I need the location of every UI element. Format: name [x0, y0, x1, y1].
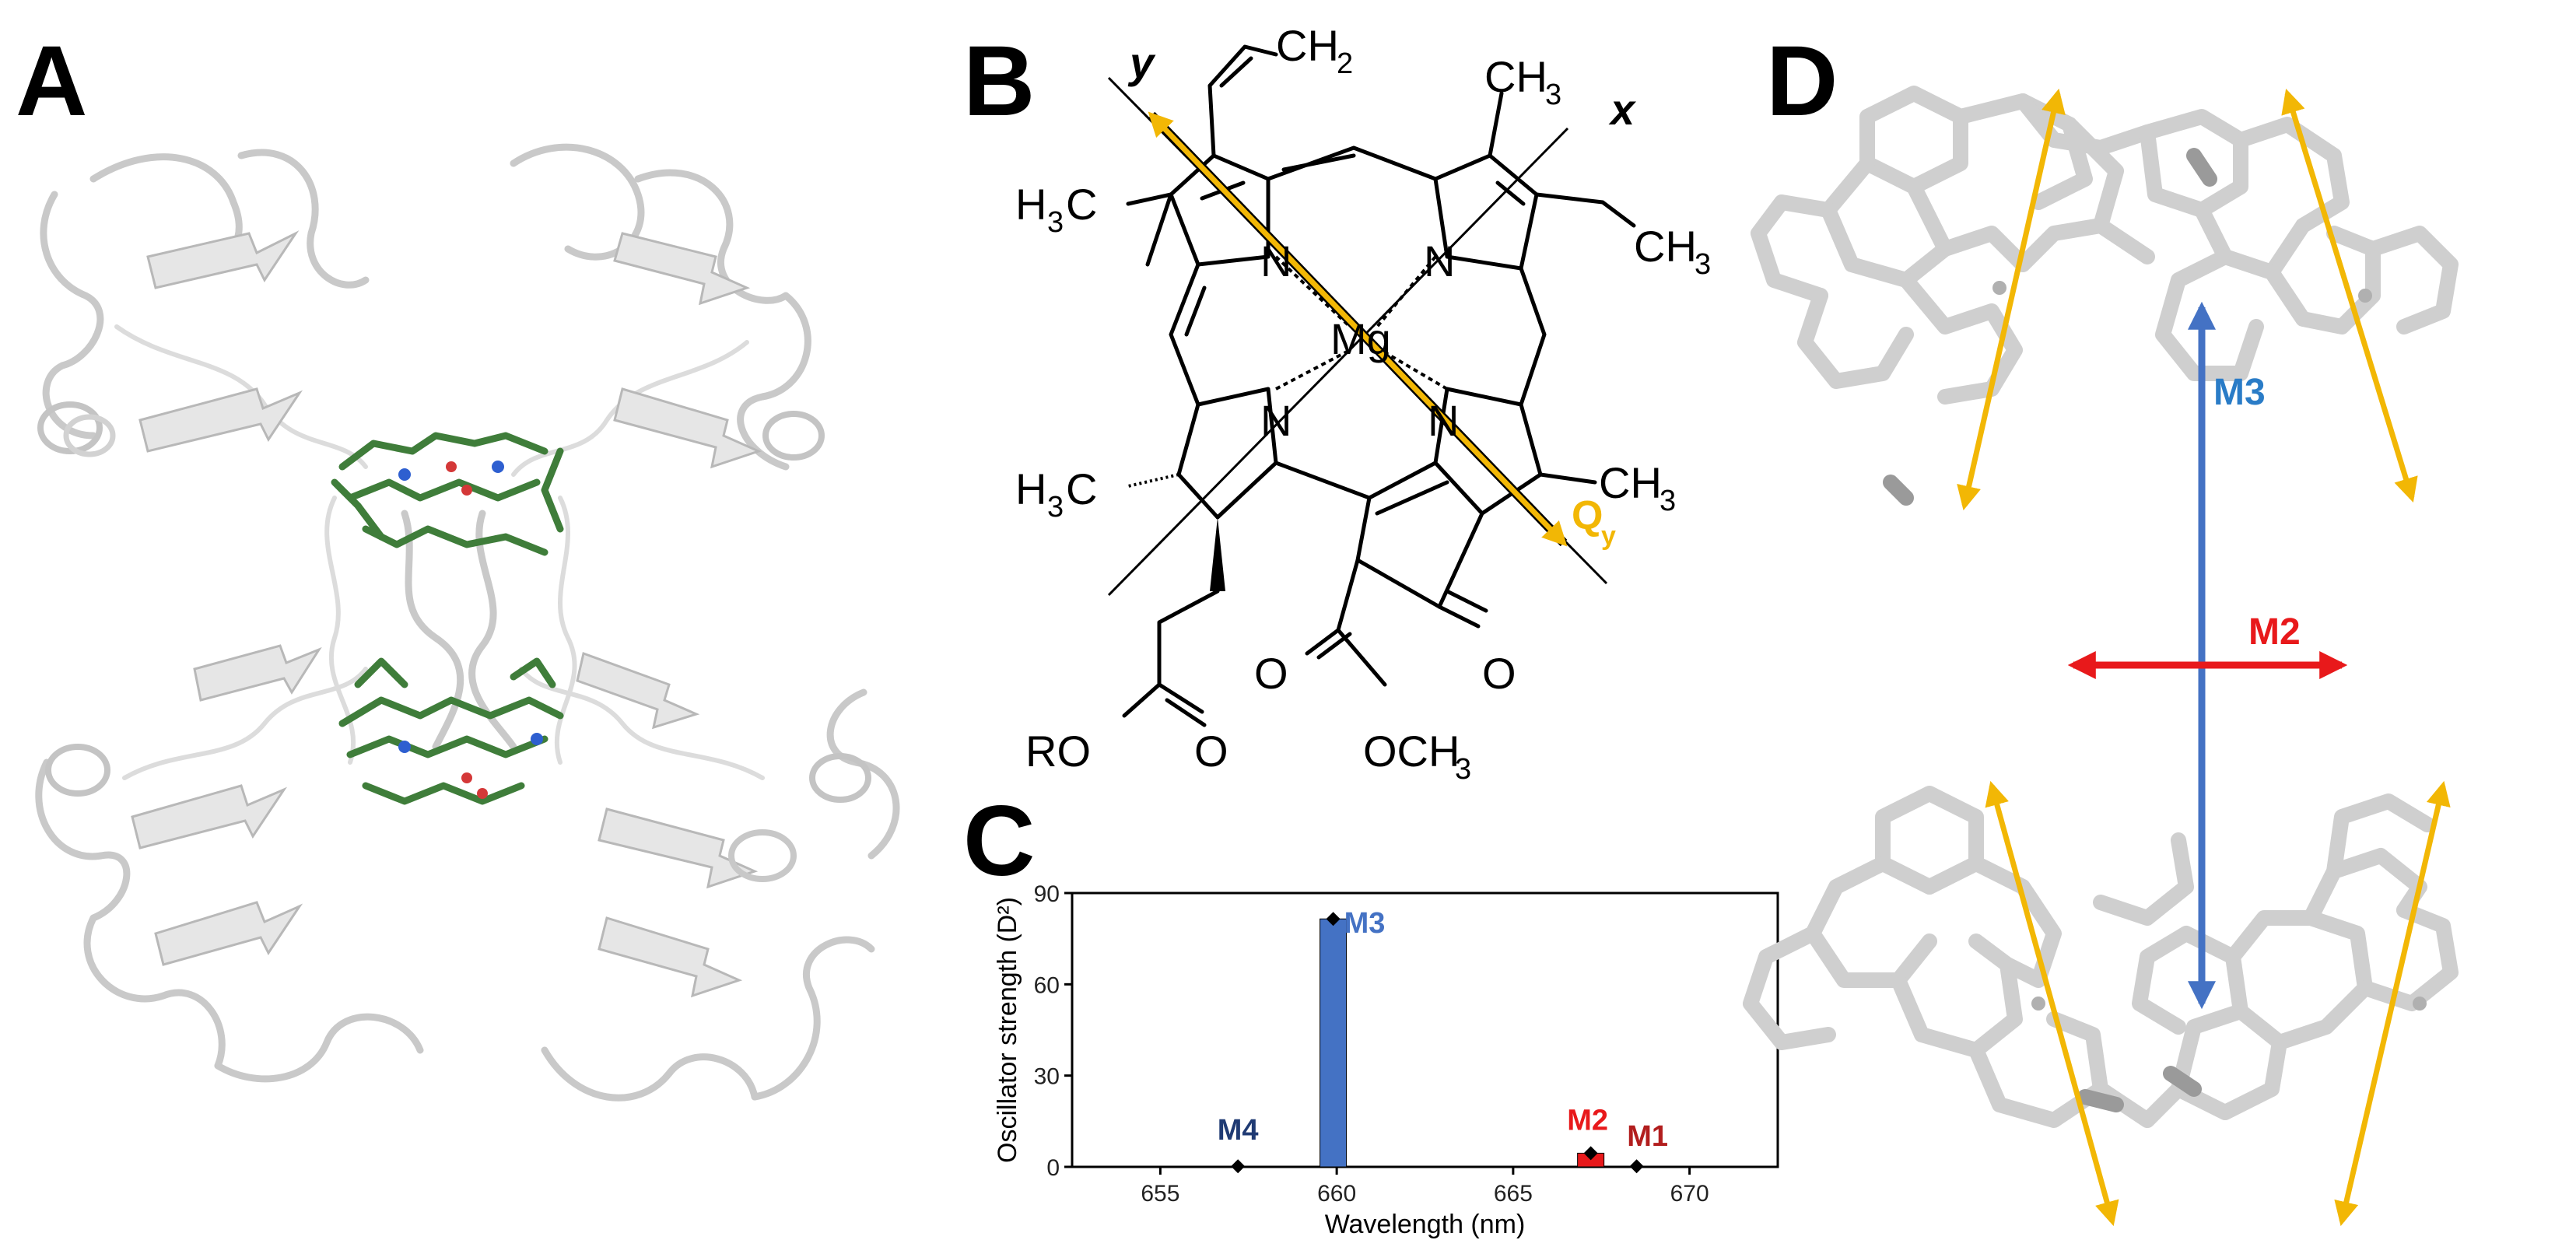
plot-frame — [1071, 891, 1779, 1168]
qy-arrow-top-left — [1957, 88, 2066, 511]
panel-a: A — [16, 26, 900, 1102]
x-tick-label: 655 — [1141, 1181, 1179, 1207]
panel-b: B y x — [963, 21, 1711, 786]
x-tick-label: 660 — [1317, 1181, 1356, 1207]
x-tick-label: 670 — [1670, 1181, 1709, 1207]
svg-text:3: 3 — [1455, 753, 1471, 786]
chlorophyll-structure: y x — [1015, 21, 1711, 786]
chlorophyll-pigments-top — [331, 432, 564, 556]
dimer-stick-structure-bottom — [1743, 786, 2459, 1128]
svg-text:CH: CH — [1276, 21, 1339, 70]
qy-transition-dipole-arrow — [1148, 111, 1568, 547]
ester-methoxy-label: OCH 3 — [1363, 727, 1471, 786]
svg-text:CH: CH — [1599, 458, 1662, 507]
y-tick-label: 60 — [1034, 972, 1060, 998]
methyl-lower-left-label: H 3 C — [1015, 464, 1097, 524]
svg-text:CH: CH — [1484, 52, 1547, 101]
panel-d: D — [1743, 26, 2459, 1227]
bar-label-m3: M3 — [1344, 907, 1386, 940]
panel-b-letter: B — [963, 26, 1035, 137]
svg-text:3: 3 — [1047, 206, 1064, 239]
qy-label: Q y — [1572, 493, 1616, 551]
ethyl-label: CH 3 — [1634, 222, 1711, 281]
qy-arrow-bottom-left — [1985, 780, 2119, 1227]
y-axis-label: y — [1127, 38, 1156, 87]
n-ring-2: N — [1424, 236, 1455, 285]
svg-text:Q: Q — [1572, 493, 1603, 538]
y-tick-label: 90 — [1034, 881, 1060, 907]
svg-text:3: 3 — [1660, 485, 1676, 517]
n-ring-3: N — [1428, 396, 1459, 445]
marker-m4 — [1231, 1159, 1246, 1174]
panel-d-letter: D — [1766, 26, 1838, 137]
n-ring-1: N — [1260, 236, 1292, 285]
marker-m3 — [1326, 912, 1341, 926]
macrocycle-bonds — [1122, 44, 1636, 727]
methyl-left-label: H 3 C — [1015, 180, 1097, 239]
marker-m2 — [1583, 1146, 1598, 1161]
panel-a-letter: A — [16, 26, 87, 137]
marker-m1 — [1629, 1159, 1644, 1174]
methyl-right-label: CH 3 — [1599, 458, 1676, 517]
svg-text:C: C — [1066, 180, 1097, 229]
n-ring-4: N — [1260, 396, 1292, 445]
m2-label: M2 — [2248, 611, 2301, 653]
svg-text:3: 3 — [1047, 491, 1064, 524]
svg-text:H: H — [1015, 180, 1046, 229]
svg-text:y: y — [1601, 521, 1616, 551]
methyl-top-label: CH 3 — [1484, 52, 1561, 111]
m3-label: M3 — [2213, 372, 2266, 413]
x-axis-title: Wavelength (nm) — [1325, 1210, 1526, 1239]
ester-carbonyl-oxygen: O — [1254, 649, 1288, 698]
bar-label-m1: M1 — [1627, 1120, 1668, 1153]
x-axis-label: x — [1608, 85, 1637, 134]
panel-c-letter: C — [963, 786, 1035, 897]
chain-carbonyl-oxygen: O — [1194, 727, 1228, 776]
bar-m3 — [1320, 918, 1348, 1168]
svg-text:2: 2 — [1337, 47, 1353, 80]
svg-text:CH: CH — [1634, 222, 1697, 271]
keto-oxygen: O — [1482, 649, 1516, 698]
x-tick-label: 665 — [1494, 1181, 1533, 1207]
ro-label: RO — [1025, 727, 1091, 776]
y-tick-label: 0 — [1046, 1155, 1060, 1181]
vinyl-label: CH 2 — [1276, 21, 1353, 80]
chlorophyll-pigments-bottom — [338, 657, 564, 805]
qy-arrow-bottom-right — [2334, 780, 2451, 1227]
bar-label-m2: M2 — [1567, 1104, 1608, 1137]
qy-arrow-top-right — [2281, 88, 2418, 503]
y-tick-label: 30 — [1034, 1064, 1060, 1090]
protein-ribbon-structure — [35, 143, 900, 1102]
svg-text:C: C — [1066, 464, 1097, 513]
mg-atom: Mg — [1330, 314, 1391, 363]
svg-text:3: 3 — [1695, 248, 1711, 281]
svg-text:OCH: OCH — [1363, 727, 1460, 776]
svg-text:3: 3 — [1545, 79, 1561, 111]
y-axis-title: Oscillator strength (D²) — [993, 897, 1022, 1163]
svg-text:H: H — [1015, 464, 1046, 513]
bar-label-m4: M4 — [1218, 1114, 1259, 1147]
